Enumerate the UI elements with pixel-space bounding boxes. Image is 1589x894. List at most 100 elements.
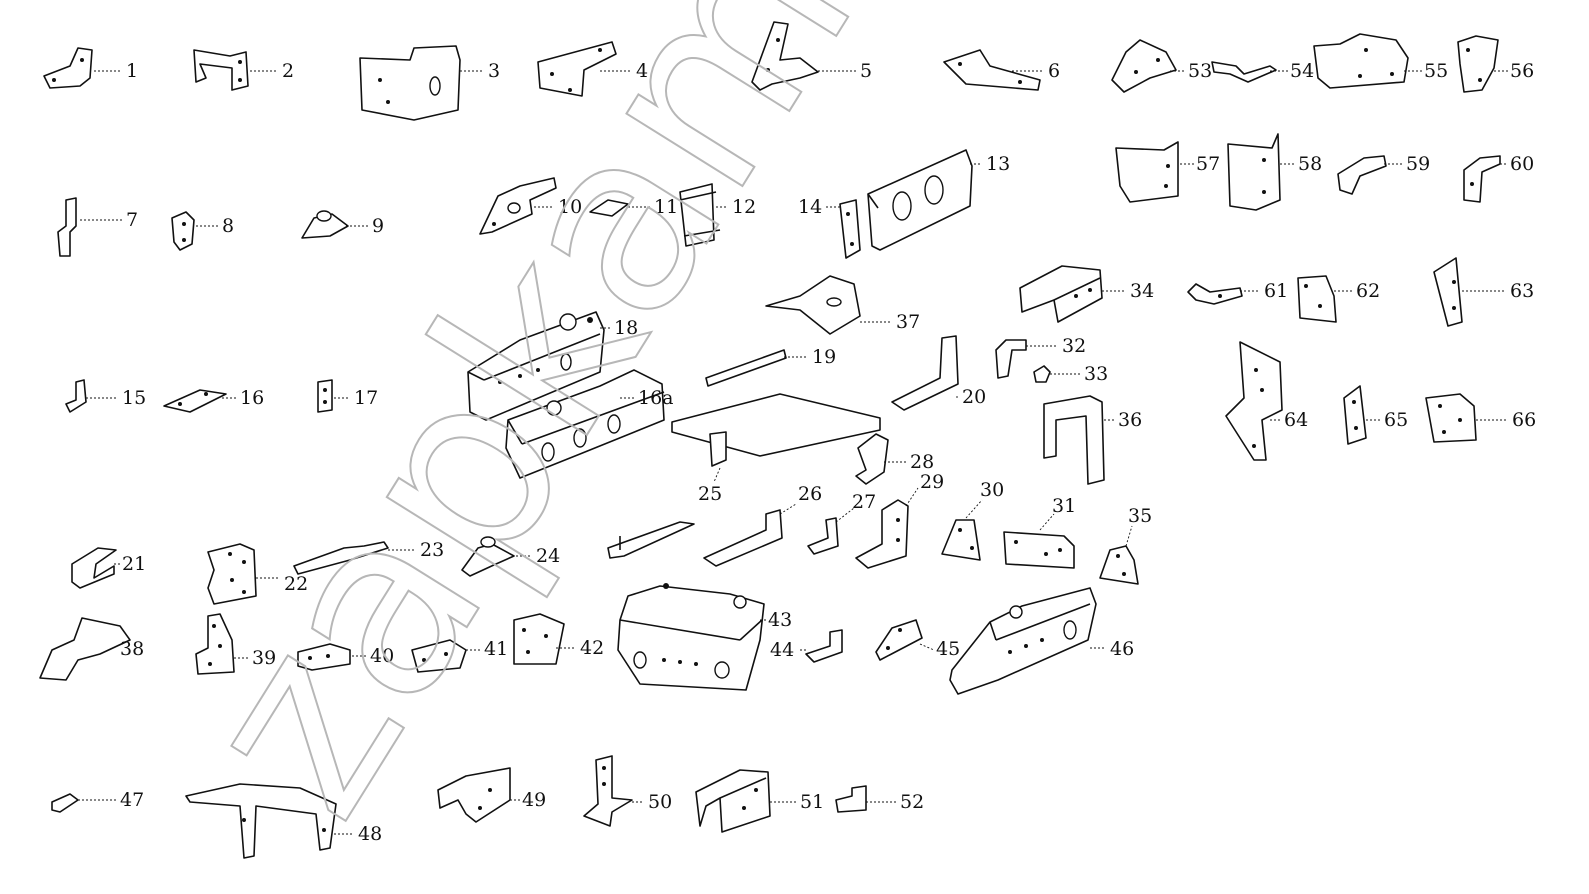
- label-30: 30: [980, 479, 1004, 501]
- label-29: 29: [920, 471, 944, 493]
- label-23: 23: [420, 539, 444, 561]
- part-3: 3: [359, 45, 500, 121]
- label-56: 56: [1510, 60, 1534, 82]
- part-5: 5: [751, 21, 872, 91]
- part-46: 46: [949, 587, 1134, 695]
- part-12: 12: [679, 183, 756, 247]
- part-25b: [607, 521, 695, 559]
- label-32: 32: [1062, 335, 1086, 357]
- label-35: 35: [1128, 505, 1152, 527]
- part-18: 18: [467, 311, 638, 421]
- part-20: 20: [891, 335, 986, 411]
- part-11: 11: [589, 196, 678, 218]
- label-66: 66: [1512, 409, 1536, 431]
- label-34: 34: [1130, 280, 1154, 302]
- label-40: 40: [370, 645, 394, 667]
- part-64: 64: [1225, 341, 1308, 461]
- part-22: 22: [207, 543, 308, 605]
- part-42: 42: [513, 613, 604, 665]
- part-59: 59: [1337, 153, 1430, 195]
- label-59: 59: [1406, 153, 1430, 175]
- part-47: 47: [51, 789, 144, 813]
- label-1: 1: [126, 60, 138, 82]
- label-47: 47: [120, 789, 144, 811]
- part-43: 43: [617, 583, 792, 691]
- part-51: 51: [695, 769, 824, 833]
- part-28: 28: [855, 433, 934, 485]
- part-56: 56: [1457, 35, 1534, 93]
- label-21: 21: [122, 553, 146, 575]
- part-31: 31: [1003, 495, 1076, 569]
- label-16a: 16a: [638, 387, 674, 409]
- part-10: 10: [479, 177, 582, 235]
- part-45: 45: [875, 619, 960, 661]
- label-62: 62: [1356, 280, 1380, 302]
- label-6: 6: [1048, 60, 1060, 82]
- label-10: 10: [558, 196, 582, 218]
- part-13: 13: [867, 149, 1010, 251]
- label-42: 42: [580, 637, 604, 659]
- label-49: 49: [522, 789, 546, 811]
- label-44: 44: [770, 639, 794, 661]
- label-5: 5: [860, 60, 872, 82]
- label-27: 27: [852, 491, 876, 513]
- label-7: 7: [126, 209, 138, 231]
- label-26: 26: [798, 483, 822, 505]
- part-33: 33: [1033, 363, 1108, 385]
- label-36: 36: [1118, 409, 1142, 431]
- part-16a: 16a: [505, 369, 674, 479]
- part-66: 66: [1425, 393, 1536, 443]
- part-6: 6: [943, 49, 1060, 91]
- label-39: 39: [252, 647, 276, 669]
- part-32: 32: [995, 335, 1086, 379]
- label-16: 16: [240, 387, 264, 409]
- part-52: 52: [835, 785, 924, 813]
- part-23: 23: [293, 539, 444, 575]
- label-12: 12: [732, 196, 756, 218]
- part-9: 9: [301, 210, 384, 239]
- label-20: 20: [962, 386, 986, 408]
- part-29: 29: [855, 471, 944, 569]
- label-13: 13: [986, 153, 1010, 175]
- label-31: 31: [1052, 495, 1076, 517]
- label-19: 19: [812, 346, 836, 368]
- label-9: 9: [372, 215, 384, 237]
- label-63: 63: [1510, 280, 1534, 302]
- part-1: 1: [43, 47, 138, 89]
- part-54: 54: [1211, 60, 1314, 83]
- label-38: 38: [120, 638, 144, 660]
- label-18: 18: [614, 317, 638, 339]
- part-41: 41: [411, 638, 508, 673]
- watermark: zapkam.ru: [143, 0, 1090, 861]
- part-34: 34: [1019, 265, 1154, 323]
- part-55: 55: [1313, 33, 1448, 89]
- label-14: 14: [798, 196, 822, 218]
- part-40: 40: [297, 643, 394, 671]
- part-50: 50: [583, 755, 672, 827]
- part-25: 25: [671, 393, 881, 505]
- label-33: 33: [1084, 363, 1108, 385]
- label-11: 11: [654, 196, 678, 218]
- part-44: 44: [770, 629, 843, 663]
- part-65: 65: [1343, 385, 1408, 445]
- label-4: 4: [636, 60, 648, 82]
- label-25: 25: [698, 483, 722, 505]
- part-27: 27: [807, 491, 876, 555]
- part-17: 17: [317, 379, 378, 413]
- label-52: 52: [900, 791, 924, 813]
- label-61: 61: [1264, 280, 1288, 302]
- part-38: 38: [39, 617, 144, 681]
- label-58: 58: [1298, 153, 1322, 175]
- part-2: 2: [193, 49, 294, 91]
- part-14: 14: [798, 196, 861, 259]
- part-63: 63: [1433, 257, 1534, 327]
- part-39: 39: [195, 613, 276, 675]
- label-50: 50: [648, 791, 672, 813]
- part-36: 36: [1043, 395, 1142, 485]
- part-8: 8: [171, 211, 234, 251]
- part-24: 24: [461, 536, 560, 577]
- label-24: 24: [536, 545, 560, 567]
- label-15: 15: [122, 387, 146, 409]
- part-19: 19: [705, 346, 836, 387]
